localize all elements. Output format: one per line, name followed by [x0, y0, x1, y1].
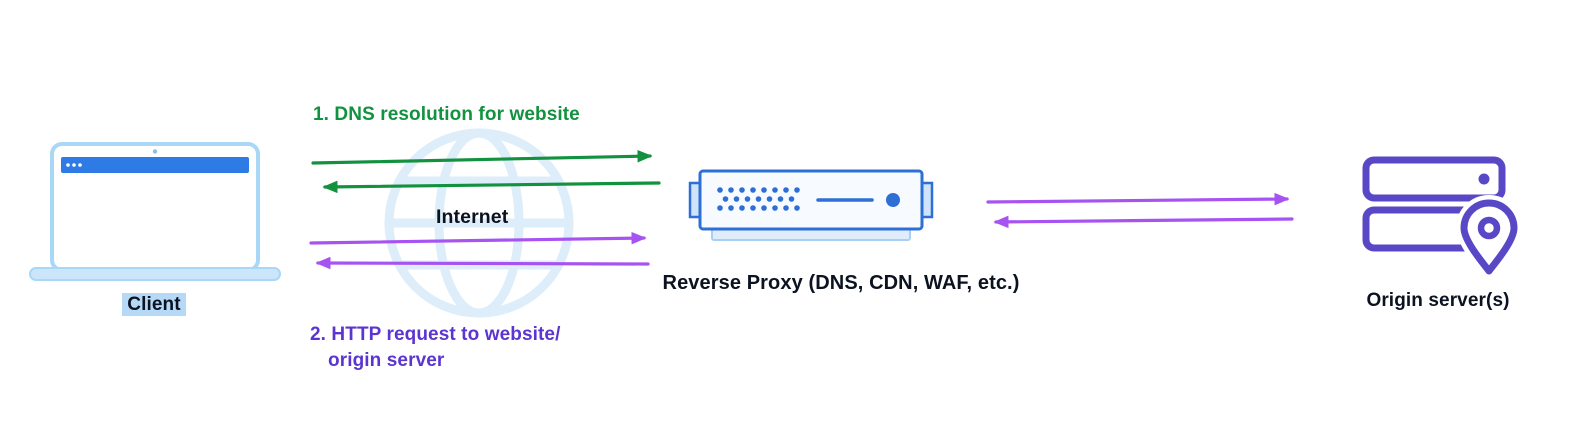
dns-request-arrow [311, 150, 653, 165]
origin-to-proxy-arrow [993, 215, 1294, 229]
reverse-proxy-appliance-icon [688, 169, 934, 241]
step2-http-label-line1: 2. HTTP request to website/ [310, 324, 561, 345]
http-response-arrow [315, 256, 650, 270]
client-label: Client [122, 293, 186, 316]
http-request-arrow [309, 231, 647, 245]
client-label-wrap: Client [94, 293, 214, 316]
origin-server-label: Origin server(s) [1366, 290, 1510, 311]
server-indicator-dot [1478, 173, 1490, 185]
proxy-to-origin-arrow [986, 192, 1290, 206]
laptop-title-bar [61, 157, 249, 173]
laptop-base [29, 267, 281, 281]
step2-http-label-line2: origin server [328, 350, 445, 371]
appliance-power-dot [886, 193, 900, 207]
origin-server-icon [1362, 156, 1522, 279]
client-laptop-icon [29, 142, 281, 281]
appliance-dot-pattern [717, 187, 800, 211]
step2-http-label: 2. HTTP request to website/ origin serve… [310, 322, 560, 374]
location-pin-hole [1477, 216, 1501, 240]
reverse-proxy-label: Reverse Proxy (DNS, CDN, WAF, etc.) [662, 272, 1020, 294]
appliance-base [711, 228, 911, 241]
internet-label: Internet [436, 206, 509, 228]
laptop-camera-dot [152, 149, 158, 154]
step1-dns-label: 1. DNS resolution for website [313, 104, 580, 125]
dns-response-arrow [322, 180, 661, 194]
appliance-body [698, 169, 924, 231]
